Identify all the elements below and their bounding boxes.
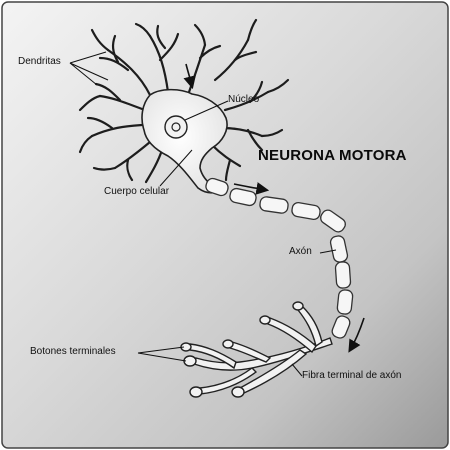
dendrites-label: Dendritas — [18, 56, 61, 67]
nucleolus-shape — [171, 122, 181, 132]
leader-lines — [69, 51, 337, 377]
axon-terminal-branches — [189, 305, 333, 395]
signal-arrow-2 — [233, 182, 270, 195]
cell-body-label: Cuerpo celular — [104, 186, 170, 197]
axon-myelin — [205, 177, 354, 339]
nucleus-shape — [164, 115, 188, 139]
axon-label: Axón — [289, 246, 312, 257]
axon-terminal-fiber-label: Fibra terminal de axón — [302, 370, 402, 381]
signal-arrow-3 — [348, 317, 365, 353]
nucleus-label: Núcleo — [228, 94, 260, 105]
cell-body-shape — [141, 88, 228, 194]
terminal-buttons-label: Botones terminales — [30, 346, 116, 357]
signal-arrow-1 — [183, 63, 196, 90]
dendrites-branches — [78, 18, 290, 184]
terminal-buttons-shapes — [180, 301, 304, 398]
diagram-title: NEURONA MOTORA — [258, 147, 407, 164]
